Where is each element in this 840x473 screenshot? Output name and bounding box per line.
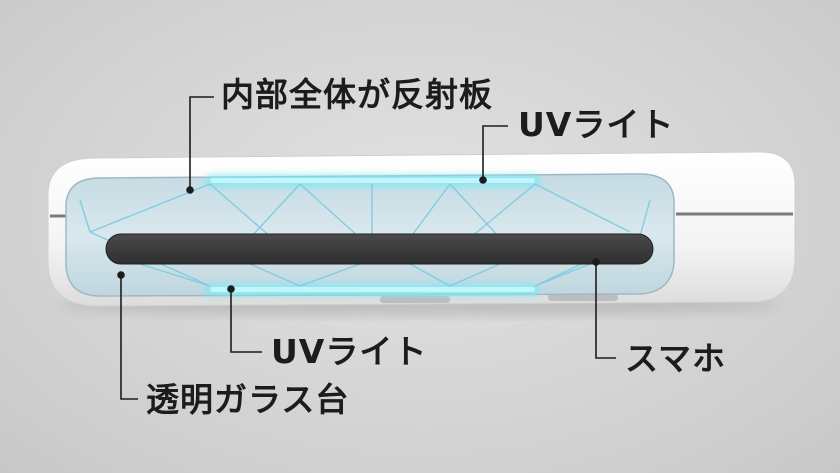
label-glass-stand: 透明ガラス台 — [146, 380, 350, 419]
label-uv-light-top: UVライト — [518, 105, 675, 144]
uv-light-bottom — [210, 287, 535, 292]
label-smartphone: スマホ — [625, 339, 727, 378]
leader-uv-top-dot — [479, 176, 487, 184]
leader-uv-top — [482, 125, 508, 180]
label-uv-light-bottom: UVライト — [271, 332, 428, 371]
leader-reflector — [189, 96, 214, 190]
leader-phone — [595, 262, 616, 359]
device-seam — [50, 212, 793, 218]
uv-light-top — [210, 178, 535, 183]
leader-uv-bottom-dot — [227, 285, 235, 293]
leader-phone-dot — [592, 258, 600, 266]
leader-glass — [120, 275, 138, 400]
label-reflector: 内部全体が反射板 — [221, 75, 493, 114]
smartphone — [105, 233, 654, 265]
device-foot — [548, 294, 618, 301]
leader-lines — [117, 96, 616, 400]
leader-glass-dot — [117, 271, 125, 279]
leader-uv-bottom — [230, 289, 262, 353]
leader-reflector-dot — [186, 186, 194, 194]
device-foot — [380, 296, 450, 303]
